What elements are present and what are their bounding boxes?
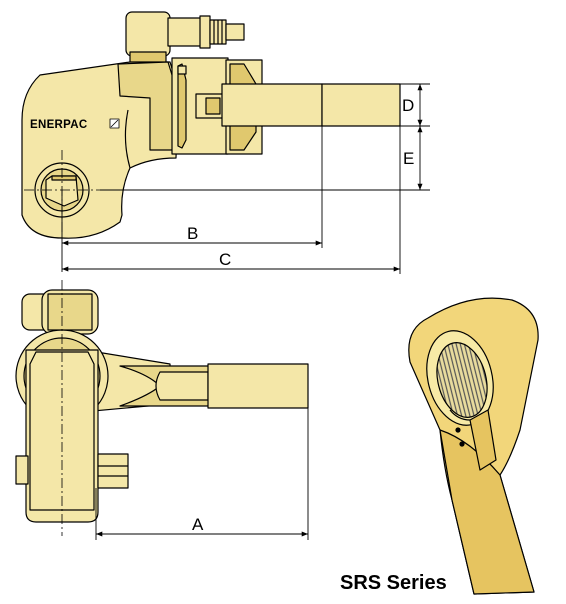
series-caption: SRS Series: [340, 572, 447, 594]
front-swivel: [21, 289, 99, 335]
dimension-label-d: D: [402, 96, 414, 115]
bottom-view-wrench: [15, 289, 309, 523]
dimension-label-a: A: [192, 515, 204, 534]
dimension-lines: [61, 83, 430, 274]
dimension-lines-bottom: [95, 408, 309, 540]
dimension-label-c: C: [219, 250, 231, 269]
ratchet-gear: [436, 342, 488, 418]
dimension-label-e: E: [403, 149, 414, 168]
top-view-wrench: ENERPAC: [21, 11, 401, 239]
brand-logo: ENERPAC: [30, 119, 87, 131]
dimension-label-b: B: [187, 224, 198, 243]
swivel-fitting: [125, 11, 245, 65]
drive-shaft: [97, 453, 129, 489]
link-cassette-render: [408, 297, 539, 595]
drive-arm: [221, 83, 323, 127]
